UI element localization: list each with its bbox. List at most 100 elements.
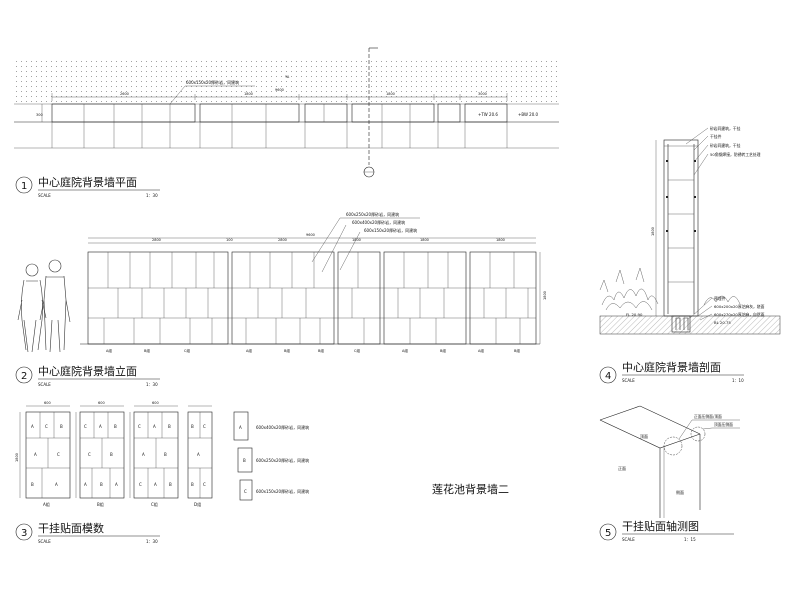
human-figures xyxy=(17,259,71,353)
panel-1-scale-label: SCALE xyxy=(38,193,51,198)
svg-text:C: C xyxy=(88,452,91,457)
elevation-view: 2800 100 2800 1800 1800 1800 9600 1800 6… xyxy=(17,211,547,353)
panel-3-scale-label: SCALE xyxy=(38,539,51,544)
panel-2-title: 2 中心庭院背景墙立面 SCALE 1：30 xyxy=(15,364,160,387)
plan-note: 600x150x20厚砂岩，同建筑 xyxy=(186,79,239,85)
panel-3-title-text: 干挂贴面模数 xyxy=(38,521,104,535)
section-lower-note-3: 600x270x20厚芝麻，自然面 xyxy=(714,312,765,317)
svg-text:A组: A组 xyxy=(246,348,252,353)
elev-group-labels: A组 B组 C组 A组 B组 B组 C组 A组 B组 A组 B组 xyxy=(106,348,520,353)
svg-text:B组: B组 xyxy=(284,348,290,353)
plan-dim-5: 1800 xyxy=(386,92,395,96)
section-lower-note-1: 预埋件 xyxy=(714,296,726,301)
svg-text:C: C xyxy=(138,424,141,429)
plan-label-ya: YA xyxy=(285,75,290,79)
svg-text:A: A xyxy=(153,424,156,429)
module-label-a: A组 xyxy=(43,501,50,507)
plan-level-b: +BW 20.0 xyxy=(518,112,539,117)
svg-text:B组: B组 xyxy=(514,348,520,353)
svg-text:C: C xyxy=(203,482,206,487)
axon-face-top: 顶面 xyxy=(640,434,648,439)
svg-text:C: C xyxy=(139,482,142,487)
svg-text:A: A xyxy=(142,452,145,457)
panel-3-scale: 1：30 xyxy=(146,539,158,544)
panel-4-number: 4 xyxy=(605,371,611,382)
module-group-d: B C A B C D组 xyxy=(187,411,213,507)
elev-note-1: 600x250x20厚砂岩，同建筑 xyxy=(346,211,399,217)
svg-text:C: C xyxy=(84,424,87,429)
elev-note-2: 600x400x20厚砂岩，同建筑 xyxy=(352,219,405,225)
svg-text:B: B xyxy=(169,482,172,487)
svg-text:A: A xyxy=(31,424,34,429)
panel-3-title: 3 干挂贴面模数 SCALE 1：30 xyxy=(15,521,160,544)
elev-dim-total: 9600 xyxy=(306,233,315,237)
panel-5-title: 5 干挂贴面轴测图 SCALE 1：15 xyxy=(599,519,734,542)
panel-5-title-text: 干挂贴面轴测图 xyxy=(622,519,699,533)
svg-text:A组: A组 xyxy=(478,348,484,353)
svg-text:B: B xyxy=(100,482,103,487)
plan-dim-3: 1800 xyxy=(244,92,253,96)
svg-text:C组: C组 xyxy=(354,348,360,353)
module-width-c: 600 xyxy=(152,401,159,405)
elev-dim-3: 2800 xyxy=(278,238,287,242)
svg-text:B: B xyxy=(60,424,63,429)
svg-text:B组: B组 xyxy=(440,348,446,353)
section-shrubs xyxy=(599,267,741,311)
elevation-joints xyxy=(103,252,529,344)
module-width-a: 600 xyxy=(44,401,51,405)
elev-dim-9: 1800 xyxy=(496,238,505,242)
module-height: 1800 xyxy=(15,453,19,462)
svg-text:A: A xyxy=(84,482,87,487)
module-label-c: C组 xyxy=(151,501,158,507)
svg-text:A: A xyxy=(197,452,200,457)
svg-text:B组: B组 xyxy=(318,348,324,353)
panel-2-scale-label: SCALE xyxy=(38,382,51,387)
axon-face-front: 正面 xyxy=(618,466,626,471)
section-lower-note-2: 600x200x20厚芝麻灰，烧面 xyxy=(714,304,765,309)
axon-view: 正面压侧面/顶面 顶面压侧面 顶面 正面 侧面 xyxy=(599,405,740,518)
svg-text:600x250x20厚砂岩，同建筑: 600x250x20厚砂岩，同建筑 xyxy=(256,457,309,463)
panel-5-scale: 1：15 xyxy=(684,537,696,542)
svg-text:B: B xyxy=(110,452,113,457)
svg-text:A组: A组 xyxy=(106,348,112,353)
panel-4-scale-label: SCALE xyxy=(622,378,635,383)
svg-text:B: B xyxy=(114,424,117,429)
svg-text:A: A xyxy=(99,424,102,429)
plan-paving-grid xyxy=(14,122,559,149)
svg-text:A: A xyxy=(154,482,157,487)
drawing-title: 莲花池背景墙二 xyxy=(432,482,509,496)
axon-face-side: 侧面 xyxy=(676,489,684,495)
section-height: 1800 xyxy=(651,227,655,236)
panel-1-title-text: 中心庭院背景墙平面 xyxy=(38,175,137,189)
svg-text:B: B xyxy=(243,458,246,463)
section-note-4: 50角钢焊接，防锈转工艺处理 xyxy=(710,152,761,157)
svg-text:B: B xyxy=(164,452,167,457)
section-level-b: BL 20.75 xyxy=(714,320,731,325)
axon-note-2: 顶面压侧面 xyxy=(714,422,733,427)
svg-text:C: C xyxy=(203,424,206,429)
axon-note-1: 正面压侧面/顶面 xyxy=(694,414,722,419)
svg-text:B: B xyxy=(168,424,171,429)
elev-dim-7: 1800 xyxy=(420,238,429,242)
svg-text:600x400x20厚砂岩，同建筑: 600x400x20厚砂岩，同建筑 xyxy=(256,424,309,430)
plan-dim-1: 2600 xyxy=(120,92,129,96)
plan-dim-6: 3000 xyxy=(478,92,487,96)
panel-1-scale: 1：30 xyxy=(146,193,158,198)
plan-level-a: +TW 20.6 xyxy=(478,112,498,117)
svg-text:A: A xyxy=(55,482,58,487)
module-label-d: D组 xyxy=(194,501,201,507)
panel-4-title: 4 中心庭院背景墙剖面 SCALE 1：10 xyxy=(599,360,744,384)
panel-5-number: 5 xyxy=(605,528,611,539)
section-note-2: 干挂件 xyxy=(710,134,722,139)
svg-text:A: A xyxy=(239,425,242,430)
elev-dim-2: 100 xyxy=(226,238,233,242)
section-level-a: FL 20.90 xyxy=(626,312,643,317)
plan-wall-segments xyxy=(51,103,508,123)
panel-2-title-text: 中心庭院背景墙立面 xyxy=(38,364,137,378)
svg-text:B: B xyxy=(31,482,34,487)
module-group-a: A C B A C B A A组 xyxy=(25,411,71,507)
panel-1-title: 1 中心庭院背景墙平面 SCALE 1：30 xyxy=(15,175,160,198)
panel-1-number: 1 xyxy=(21,181,27,192)
plan-planting-area xyxy=(14,60,559,102)
